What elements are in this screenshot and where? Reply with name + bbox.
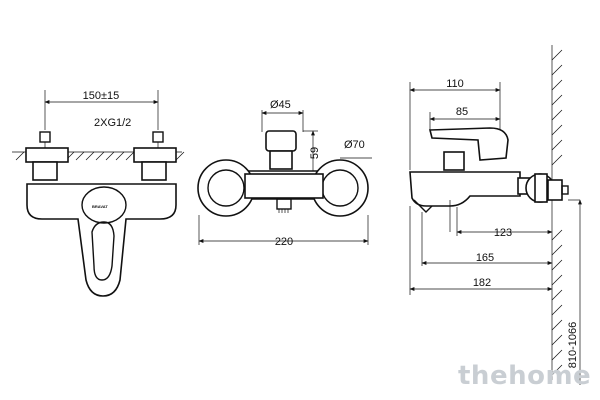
watermark: thehome — [458, 361, 591, 391]
dim-59: 59 — [296, 130, 321, 176]
dim-165: 165 — [421, 212, 553, 266]
cartridge — [443, 151, 465, 171]
side-view: Ø45 59 Ø70 220 — [197, 99, 372, 248]
handle-top — [265, 130, 297, 152]
front-view: 150±15 2XG1/2 BRAVAT — [12, 90, 185, 297]
dim-165-label: 165 — [476, 252, 494, 264]
dim-110: 110 — [409, 78, 501, 170]
dim-150: 150±15 — [44, 90, 159, 130]
aerator — [276, 198, 292, 210]
dim-diam-45-label: Ø45 — [270, 99, 291, 111]
dim-182-label: 182 — [473, 277, 491, 289]
dim-height: 810-1066 — [567, 199, 582, 385]
wall-hatch-right — [551, 45, 563, 380]
dim-diam-70-label: Ø70 — [344, 139, 365, 151]
wall-nut — [547, 179, 563, 201]
dim-59-label: 59 — [309, 147, 321, 159]
profile-view: 110 85 123 165 — [409, 45, 582, 385]
faucet-body-profile — [409, 171, 521, 207]
dim-diam-70: Ø70 — [340, 139, 372, 159]
dim-85: 85 — [429, 106, 501, 132]
dim-220-label: 220 — [275, 236, 293, 248]
dim-85-label: 85 — [456, 106, 468, 118]
lever-profile — [428, 127, 509, 161]
faucet-body-front — [26, 183, 177, 297]
handle-stem — [269, 150, 293, 170]
dim-110-label: 110 — [446, 78, 464, 90]
brand-mark: BRAVAT — [92, 204, 108, 209]
dim-123: 123 — [456, 207, 553, 239]
dim-123-label: 123 — [494, 227, 512, 239]
dim-220: 220 — [198, 215, 369, 248]
left-connector — [25, 131, 69, 181]
thread-label: 2XG1/2 — [94, 117, 131, 129]
lever — [91, 221, 115, 281]
handle-ring — [81, 186, 127, 224]
dim-height-label: 810-1066 — [567, 322, 579, 369]
dim-diam-45: Ø45 — [261, 99, 304, 132]
dim-182: 182 — [409, 206, 553, 295]
right-connector — [133, 131, 177, 181]
dim-150-label: 150±15 — [83, 90, 120, 102]
